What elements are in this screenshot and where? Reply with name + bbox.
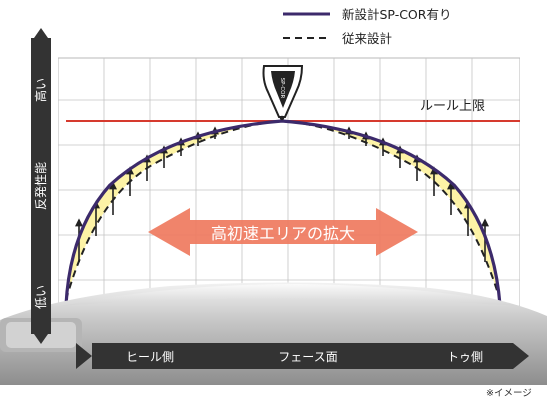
y-axis-title: 反発性能 <box>34 162 48 210</box>
x-axis-toe-label: トゥ側 <box>447 350 483 364</box>
legend: 新設計SP-COR有り 従来設計 <box>283 7 451 46</box>
y-axis-low-label: 低い <box>34 285 48 309</box>
x-axis-face-label: フェース面 <box>278 350 337 364</box>
expansion-arrow: 高初速エリアの拡大 <box>148 208 418 256</box>
new-design-curve <box>64 119 502 306</box>
expansion-label: 高初速エリアの拡大 <box>211 224 355 243</box>
y-axis-high-label: 高い <box>33 78 48 102</box>
legend-new-design-label: 新設計SP-COR有り <box>342 7 451 22</box>
logo-text: SP-COR <box>279 78 285 99</box>
y-axis: 高い 反発性能 低い <box>31 28 51 344</box>
legend-conventional-label: 従来設計 <box>342 31 392 46</box>
x-axis-heel-label: ヒール側 <box>126 350 174 364</box>
x-axis: ヒール側 フェース面 トゥ側 <box>76 343 529 369</box>
rule-limit-label: ルール上限 <box>420 99 485 114</box>
sp-cor-logo: SP-COR <box>262 65 304 121</box>
image-note: ※イメージ <box>486 388 532 399</box>
club-head-image <box>0 282 547 385</box>
